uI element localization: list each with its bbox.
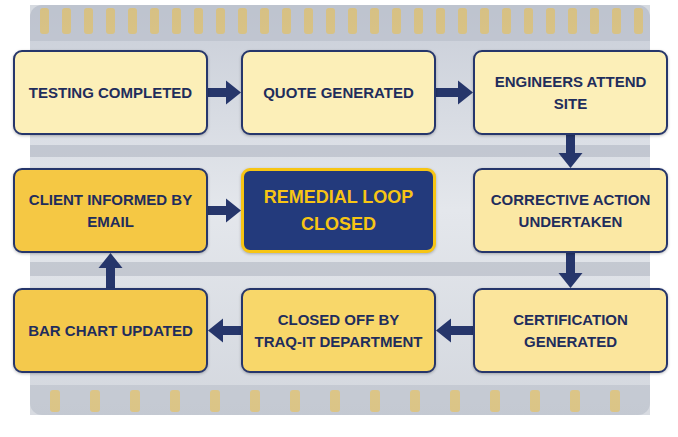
flow-arrow — [436, 81, 473, 105]
flow-arrow — [208, 199, 241, 223]
arrow-shaft — [450, 326, 473, 335]
box-label: CORRECTIVE ACTION UNDERTAKEN — [485, 189, 656, 233]
flow-arrow — [99, 253, 123, 288]
box-label: CERTIFICATION GENERATED — [485, 309, 656, 353]
flow-arrow — [208, 319, 241, 343]
process-box: QUOTE GENERATED — [241, 50, 436, 135]
box-label: QUOTE GENERATED — [263, 82, 414, 104]
flow-arrow — [436, 319, 473, 343]
box-content: ENGINEERS ATTEND SITE — [485, 71, 656, 115]
arrow-head — [208, 319, 223, 343]
arrow-head — [226, 199, 241, 223]
flow-arrow — [559, 135, 583, 168]
process-box: CERTIFICATION GENERATED — [473, 288, 668, 373]
arrow-shaft — [436, 88, 459, 97]
arrow-shaft — [106, 267, 115, 288]
arrow-head — [99, 253, 123, 268]
box-content: CLOSED OFF BY TRAQ-IT DEPARTMENT — [253, 309, 424, 353]
box-label: BAR CHART UPDATED — [28, 320, 193, 342]
process-box: CORRECTIVE ACTION UNDERTAKEN — [473, 168, 668, 253]
arrow-head — [226, 81, 241, 105]
box-label: CLIENT INFORMED BY EMAIL — [25, 189, 196, 233]
process-box: ENGINEERS ATTEND SITE — [473, 50, 668, 135]
process-box: REMEDIAL LOOP CLOSED — [241, 168, 436, 253]
process-box: BAR CHART UPDATED — [13, 288, 208, 373]
box-label: TESTING COMPLETED — [29, 82, 192, 104]
arrow-head — [559, 273, 583, 288]
box-label: REMEDIAL LOOP CLOSED — [254, 184, 423, 236]
box-content: QUOTE GENERATED — [263, 82, 414, 104]
box-label: ENGINEERS ATTEND SITE — [485, 71, 656, 115]
box-label: CLOSED OFF BY TRAQ-IT DEPARTMENT — [253, 309, 424, 353]
process-box: CLIENT INFORMED BY EMAIL — [13, 168, 208, 253]
box-content: CERTIFICATION GENERATED — [485, 309, 656, 353]
box-content: CORRECTIVE ACTION UNDERTAKEN — [485, 189, 656, 233]
process-box: TESTING COMPLETED — [13, 50, 208, 135]
flow-arrow — [559, 253, 583, 288]
arrow-shaft — [222, 326, 241, 335]
flow-arrow — [208, 81, 241, 105]
box-content: CLIENT INFORMED BY EMAIL — [25, 189, 196, 233]
box-content: BAR CHART UPDATED — [28, 320, 193, 342]
arrow-shaft — [208, 88, 227, 97]
process-box: CLOSED OFF BY TRAQ-IT DEPARTMENT — [241, 288, 436, 373]
box-content: TESTING COMPLETED — [29, 82, 192, 104]
arrow-head — [458, 81, 473, 105]
box-content: REMEDIAL LOOP CLOSED — [254, 184, 423, 236]
arrow-shaft — [566, 253, 575, 274]
arrow-head — [436, 319, 451, 343]
arrow-shaft — [208, 206, 227, 215]
arrow-head — [559, 153, 583, 168]
arrow-shaft — [566, 135, 575, 154]
